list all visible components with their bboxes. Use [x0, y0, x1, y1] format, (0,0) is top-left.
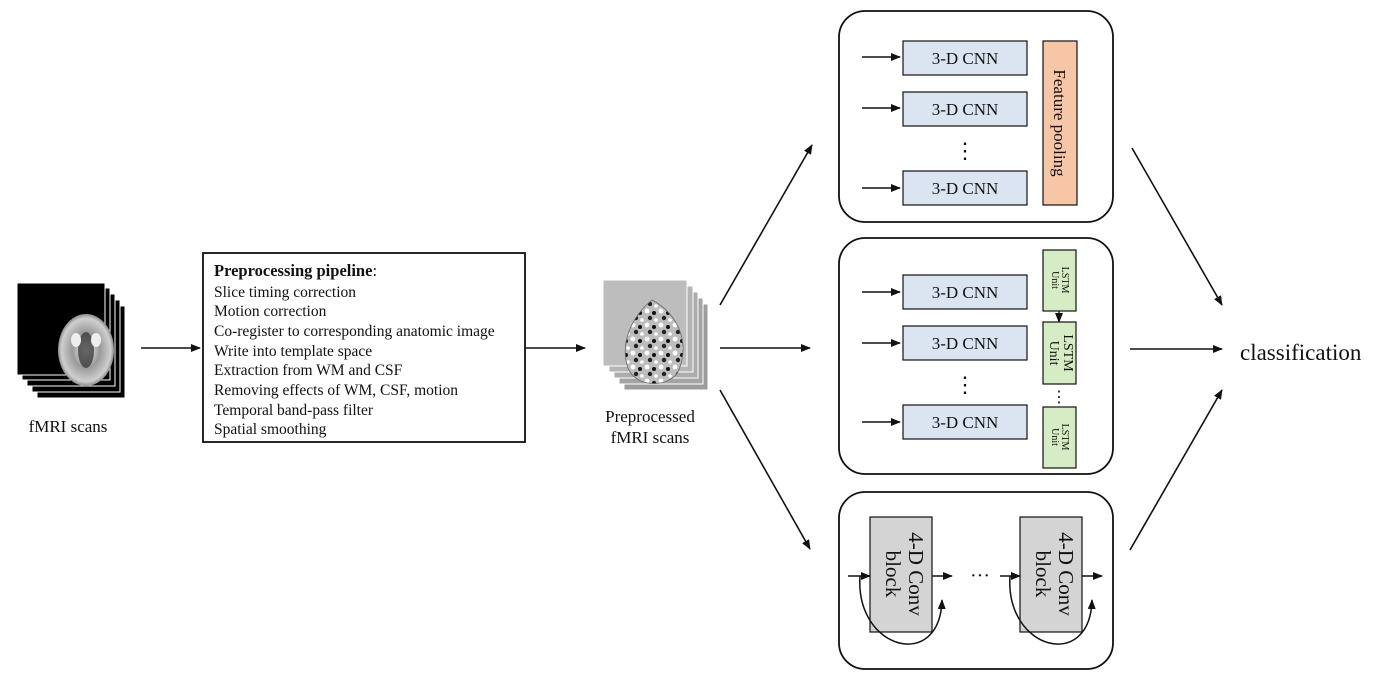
pipeline-step: Removing effects of WM, CSF, motion	[214, 382, 458, 399]
cnn-label: 3-D CNN	[932, 334, 999, 353]
pipeline-step: Spatial smoothing	[214, 421, 327, 438]
ellipsis-vertical: ⋮	[954, 138, 976, 163]
cnn-block	[902, 404, 1028, 440]
feature-pooling-label: Feature pooling	[1050, 69, 1069, 177]
cnn-label: 3-D CNN	[932, 100, 999, 119]
conv-label-line1: 4-D Conv	[904, 532, 928, 616]
ellipsis-horizontal: ···	[970, 565, 990, 587]
pipeline-title: Preprocessing pipeline:	[214, 261, 377, 280]
conv-label-line2: block	[1031, 551, 1055, 598]
feature-pooling-block	[1042, 40, 1078, 206]
conv-block	[869, 516, 933, 633]
lstm-unit	[1042, 321, 1077, 385]
fmri-scan-stack	[16, 282, 126, 399]
lstm-label-line1: LSTM	[1059, 424, 1070, 451]
pipeline-step: Temporal band-pass filter	[214, 402, 374, 419]
cnn-block	[902, 274, 1028, 310]
residual-loop-arrow	[1009, 575, 1096, 645]
activation-map-icon	[624, 299, 684, 384]
conv-label-line2: block	[881, 551, 905, 598]
lstm-label-line2: Unit	[1049, 428, 1060, 446]
ellipsis-vertical: ⋮	[954, 372, 976, 397]
model-middle-cnn-lstm: 3-D CNN 3-D CNN ⋮ 3-D CNN LSTM Unit LSTM…	[838, 237, 1114, 475]
cnn-block	[902, 325, 1028, 361]
cnn-block	[902, 91, 1028, 127]
pipeline-step: Write into template space	[214, 343, 372, 360]
pipeline-step: Extraction from WM and CSF	[214, 362, 403, 379]
preprocessed-label-line1: Preprocessed	[605, 407, 695, 426]
lstm-label-line1: LSTM	[1059, 267, 1070, 294]
conv-block	[1019, 516, 1083, 633]
cnn-block	[902, 170, 1028, 206]
input-label: fMRI scans	[29, 417, 108, 436]
pipeline-step: Slice timing correction	[214, 284, 356, 301]
lstm-unit	[1042, 406, 1077, 469]
classification-label: classification	[1240, 340, 1362, 365]
lstm-label-line2: Unit	[1049, 271, 1060, 289]
pipeline-step: Co-register to corresponding anatomic im…	[214, 323, 495, 340]
model-top-cnn-pooling: 3-D CNN 3-D CNN ⋮ 3-D CNN Feature poolin…	[838, 10, 1114, 223]
model-bottom-4d-conv: 4-D Conv block ··· 4-D Conv block	[838, 491, 1114, 670]
preprocessed-label-line2: fMRI scans	[611, 428, 690, 447]
lstm-label-line2: Unit	[1046, 341, 1061, 366]
cnn-label: 3-D CNN	[932, 49, 999, 68]
cnn-block	[902, 40, 1028, 76]
arrow-top-to-classification	[1131, 147, 1223, 306]
preprocessed-scan-stack	[602, 279, 709, 391]
pipeline-step: Motion correction	[214, 303, 327, 320]
cnn-label: 3-D CNN	[932, 179, 999, 198]
cnn-label: 3-D CNN	[932, 413, 999, 432]
arrow-to-top-model	[719, 144, 813, 306]
residual-loop-arrow	[859, 575, 946, 645]
cnn-label: 3-D CNN	[932, 283, 999, 302]
arrow-bottom-to-classification	[1129, 389, 1223, 551]
brain-slice-icon	[58, 314, 114, 386]
lstm-label-line1: LSTM	[1060, 334, 1075, 372]
preprocessing-box: Preprocessing pipeline: Slice timing cor…	[202, 252, 526, 443]
lstm-ellipsis: ⋮	[1051, 389, 1067, 406]
conv-label-line1: 4-D Conv	[1054, 532, 1078, 616]
arrow-to-bottom-model	[719, 389, 811, 550]
